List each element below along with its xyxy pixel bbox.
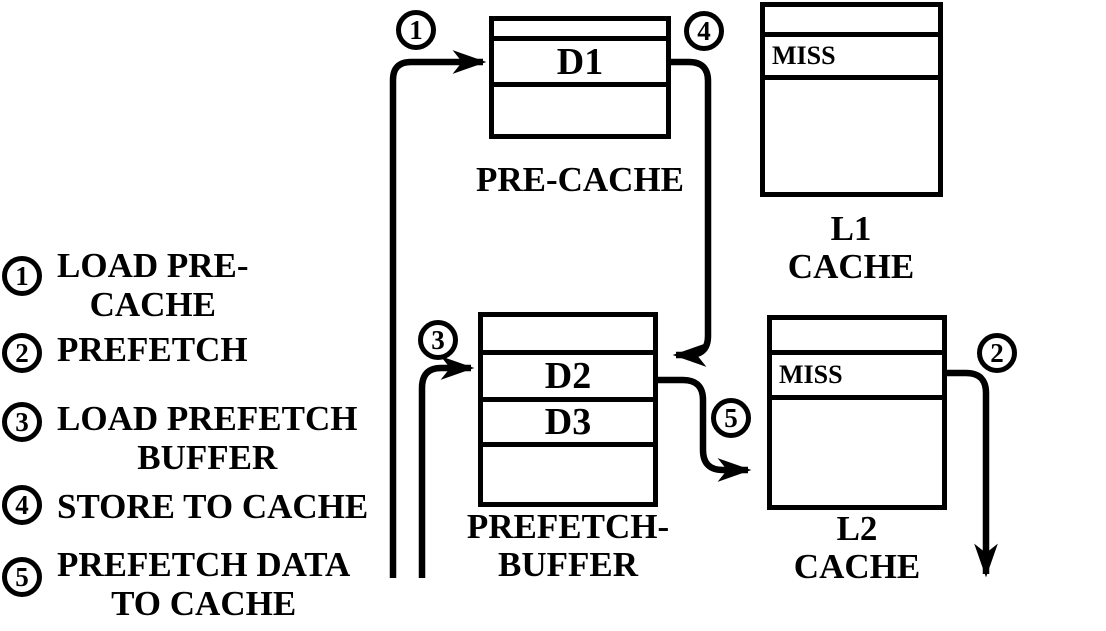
- arrow-prefetch: [947, 369, 998, 578]
- l2-cache-label: L2 CACHE: [757, 510, 957, 586]
- legend-item-3-line1: LOAD PREFETCH: [57, 399, 358, 438]
- pre-cache-box: D1: [489, 16, 671, 139]
- l1-cache-label-line2: CACHE: [787, 247, 915, 286]
- legend-item-4-line1: STORE TO CACHE: [57, 487, 369, 526]
- l1-row-top: [765, 7, 938, 37]
- legend-step-1-badge: 1: [2, 256, 42, 296]
- legend-item-1-line2: CACHE: [89, 285, 216, 324]
- legend-item-2-label: PREFETCH: [57, 330, 248, 369]
- legend-item-prefetch: 2 PREFETCH: [2, 330, 248, 373]
- legend-item-5-label: PREFETCH DATA TO CACHE: [57, 545, 350, 623]
- pre-cache-label: PRE-CACHE: [475, 160, 685, 199]
- legend-step-5-badge: 5: [2, 557, 42, 597]
- step-marker-3: 3: [418, 320, 458, 360]
- l1-cache-label: L1 CACHE: [751, 210, 951, 286]
- legend-item-4-label: STORE TO CACHE: [57, 487, 368, 526]
- legend-item-1-label: LOAD PRE- CACHE: [57, 246, 249, 324]
- l2-cache-label-line1: L2: [836, 509, 878, 548]
- l2-miss-row: MISS: [772, 355, 942, 400]
- prefetch-buffer-label: PREFETCH- BUFFER: [448, 508, 688, 584]
- step-marker-5: 5: [711, 398, 751, 438]
- l1-cache-box: MISS: [760, 2, 943, 197]
- prefetch-buffer-box: D2 D3: [478, 312, 658, 507]
- prefetch-buffer-row-top: [483, 317, 653, 355]
- l2-cache-box: MISS: [767, 315, 947, 510]
- prefetch-buffer-label-line1: PREFETCH-: [466, 507, 670, 546]
- legend-item-3-label: LOAD PREFETCH BUFFER: [57, 399, 357, 477]
- l1-miss-row: MISS: [765, 37, 938, 80]
- pre-cache-slot-d1: D1: [494, 41, 666, 87]
- legend-item-3-line2: BUFFER: [137, 438, 278, 477]
- legend-item-5-line1: PREFETCH DATA: [57, 545, 351, 584]
- legend-item-5-line2: TO CACHE: [111, 584, 297, 623]
- pre-cache-row-bottom: [494, 87, 666, 134]
- legend-item-1-line1: LOAD PRE-: [57, 246, 249, 285]
- legend-step-2-badge: 2: [2, 333, 42, 373]
- legend-step-4-badge: 4: [2, 485, 42, 525]
- prefetch-buffer-slot-d2: D2: [483, 355, 653, 402]
- legend-item-2-line1: PREFETCH: [57, 330, 248, 369]
- arrow-load-prefetch-buffer: [418, 356, 475, 578]
- step-marker-1: 1: [396, 10, 436, 50]
- l2-cache-label-line2: CACHE: [793, 547, 921, 586]
- legend-item-load-prefetch-buffer: 3 LOAD PREFETCH BUFFER: [2, 399, 357, 477]
- arrow-prefetch-data-to-cache: [658, 376, 752, 482]
- l2-row-top: [772, 320, 942, 355]
- step-marker-4: 4: [684, 11, 724, 51]
- legend-item-prefetch-data-to-cache: 5 PREFETCH DATA TO CACHE: [2, 545, 350, 623]
- prefetch-buffer-slot-d3: D3: [483, 402, 653, 447]
- arrow-store-to-cache: [671, 58, 712, 367]
- l1-cache-label-line1: L1: [830, 209, 872, 248]
- arrow-load-pre-cache: [389, 50, 487, 578]
- prefetch-buffer-label-line2: BUFFER: [498, 545, 638, 584]
- legend-item-store-to-cache: 4 STORE TO CACHE: [2, 485, 368, 526]
- l1-row-bottom: [765, 80, 938, 192]
- legend-item-load-pre-cache: 1 LOAD PRE- CACHE: [2, 246, 249, 324]
- prefetch-buffer-row-bottom: [483, 447, 653, 502]
- l2-row-bottom: [772, 400, 942, 505]
- step-marker-2: 2: [977, 333, 1017, 373]
- pre-cache-row-top: [494, 21, 666, 41]
- legend-step-3-badge: 3: [2, 402, 42, 442]
